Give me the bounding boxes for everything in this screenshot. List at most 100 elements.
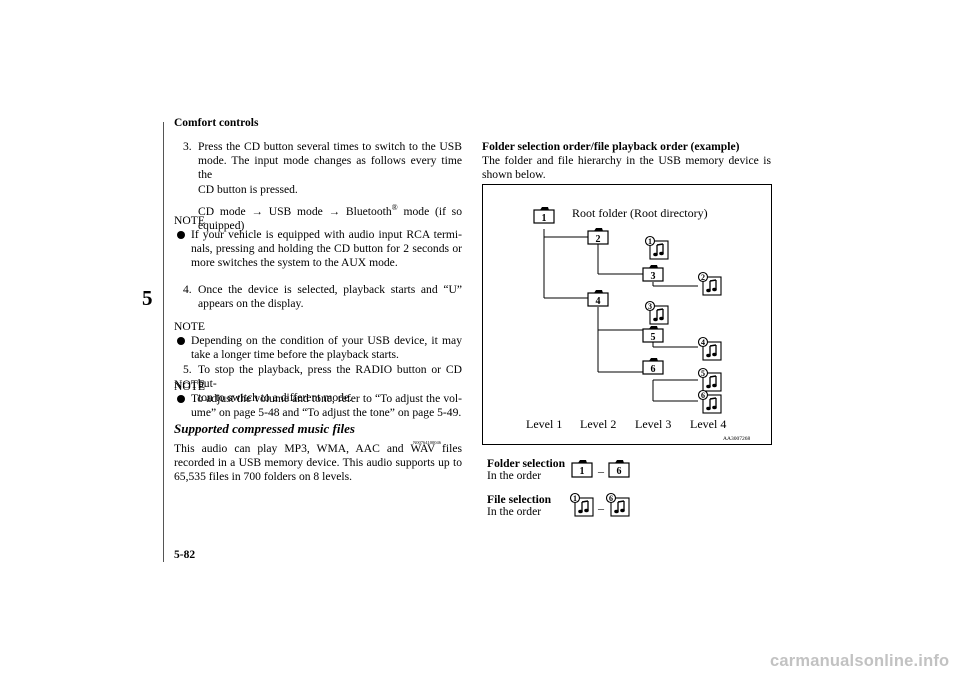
- music-file-icon-last: 6: [605, 492, 630, 517]
- legend-subtitle: In the order: [487, 505, 542, 518]
- file-number: 2: [701, 273, 705, 282]
- file-number: 6: [609, 494, 613, 503]
- legend-subtitle: In the order: [487, 469, 542, 482]
- folder-number: 1: [542, 213, 547, 224]
- file-number: 5: [701, 369, 705, 378]
- file-range: 1 – 6: [569, 492, 630, 517]
- figure-intro: The folder and file hierarchy in the USB…: [482, 154, 771, 182]
- step-text: Press the CD button several times to swi…: [198, 140, 462, 153]
- file-number: 4: [701, 338, 705, 347]
- folder-range: 1 – 6: [571, 460, 630, 478]
- range-dash: –: [597, 464, 605, 478]
- paragraph-text: This audio can play MP3, WMA, AAC and WA…: [174, 442, 462, 455]
- range-dash: –: [597, 501, 605, 515]
- note-label: NOTE: [174, 378, 205, 391]
- bullet-icon: [177, 231, 185, 239]
- note-2: NOTE Depending on the condition of your …: [174, 320, 462, 361]
- step-number: 3.: [183, 140, 192, 153]
- note-text: more switches the system to the AUX mode…: [191, 256, 398, 270]
- intro-text: The folder and file hierarchy in the USB…: [482, 154, 771, 167]
- folder-selection-legend: Folder selection In the order: [487, 458, 565, 482]
- chapter-divider: [163, 122, 164, 562]
- folder-icon-last: 6: [608, 460, 630, 478]
- step-text: CD button is pressed.: [198, 182, 298, 196]
- note-text: ume” on page 5-48 and “To adjust the ton…: [191, 406, 462, 420]
- page-number: 5-82: [174, 549, 196, 561]
- folder-number: 6: [651, 364, 656, 375]
- folder-icon-2: 2: [587, 227, 609, 245]
- file-number: 1: [573, 494, 577, 503]
- file-selection-legend: File selection In the order: [487, 494, 551, 518]
- note-text: take a longer time before the playback s…: [191, 348, 399, 362]
- step-text: To stop the playback, press the RADIO bu…: [198, 363, 462, 391]
- music-file-icon-4: 4: [697, 336, 722, 361]
- step-text: ton to switch to a different mode.: [198, 391, 353, 405]
- folder-hierarchy-diagram: 1 2 3 4 5 6 1 2 3 4 5 6 Root folder (Roo…: [482, 184, 772, 445]
- music-file-icon-5: 5: [697, 367, 722, 392]
- note-text: Depending on the condition of your USB d…: [191, 334, 462, 347]
- folder-number: 5: [651, 332, 656, 343]
- folder-icon-1: 1: [533, 206, 555, 224]
- paragraph-text: recorded in a USB memory device. This au…: [174, 456, 462, 470]
- folder-number: 4: [596, 296, 601, 307]
- note-text: If your vehicle is equipped with audio i…: [191, 228, 462, 241]
- note-text: nals, pressing and holding the CD button…: [191, 242, 462, 256]
- music-file-icon-6: 6: [697, 389, 722, 414]
- step-number: 5.: [183, 363, 192, 376]
- file-number: 3: [648, 302, 652, 311]
- mode-sequence-text: mode (if so: [397, 204, 462, 218]
- diagram-frame: [482, 184, 772, 445]
- folder-number: 6: [617, 466, 622, 477]
- figure-code: AA3007268: [723, 436, 750, 442]
- folder-icon-6: 6: [642, 357, 664, 375]
- legend-title: Folder selection: [487, 457, 566, 470]
- folder-icon-4: 4: [587, 289, 609, 307]
- folder-icon-5: 5: [642, 325, 664, 343]
- level-label-4: Level 4: [690, 417, 726, 431]
- step-text: Once the device is selected, playback st…: [198, 283, 462, 296]
- level-label-3: Level 3: [635, 417, 671, 431]
- section-paragraph: This audio can play MP3, WMA, AAC and WA…: [174, 442, 462, 485]
- root-folder-label: Root folder (Root directory): [572, 206, 708, 220]
- step-number: 4.: [183, 283, 192, 296]
- watermark[interactable]: carmanualsonline.info: [770, 652, 950, 670]
- note-label: NOTE: [174, 320, 205, 333]
- figure-title: Folder selection order/file playback ord…: [482, 140, 740, 153]
- note-3-label: NOTE: [174, 378, 462, 392]
- bullet-icon: [177, 337, 185, 345]
- hierarchy-lines: [543, 229, 698, 402]
- level-label-2: Level 2: [580, 417, 616, 431]
- section-code: N00764100046: [413, 440, 441, 445]
- note-3-body: To adjust the volume and tone, refer to …: [191, 392, 462, 420]
- bullet-icon: [177, 395, 185, 403]
- folder-icon-3: 3: [642, 264, 664, 282]
- step-text: appears on the display.: [198, 297, 304, 311]
- folder-number: 1: [580, 466, 585, 477]
- legend-title: File selection: [487, 493, 552, 506]
- step-text: mode. The input mode changes as follows …: [198, 154, 462, 182]
- chapter-tab: 5: [142, 286, 153, 310]
- folder-icon-first: 1: [571, 460, 593, 478]
- music-file-icon-first: 1: [569, 492, 594, 517]
- section-header: Comfort controls: [174, 117, 259, 129]
- music-file-icon-1: 1: [644, 235, 669, 260]
- folder-number: 3: [651, 271, 656, 282]
- left-column: 3. Press the CD button several times to …: [174, 140, 462, 500]
- mode-sequence: CD mode → USB mode → Bluetooth® mode (if…: [198, 201, 462, 219]
- folder-number: 2: [596, 234, 601, 245]
- music-file-icon-2: 2: [697, 271, 722, 296]
- note-text: To adjust the volume and tone, refer to …: [191, 392, 462, 405]
- registered-mark: ®: [391, 202, 398, 212]
- music-file-icon-3: 3: [644, 300, 669, 325]
- note-label: NOTE: [174, 214, 205, 227]
- paragraph-text: 65,535 files in 700 folders on 8 levels.: [174, 470, 353, 484]
- mode-sequence-text: CD mode → USB mode → Bluetooth: [198, 204, 392, 218]
- file-number: 6: [701, 391, 705, 400]
- mode-sequence-text: equipped): [198, 218, 245, 232]
- level-label-1: Level 1: [526, 417, 562, 431]
- note-1: NOTE If your vehicle is equipped with au…: [174, 214, 462, 269]
- file-number: 1: [648, 237, 652, 246]
- intro-text: shown below.: [482, 168, 546, 182]
- section-title: Supported compressed music files: [174, 421, 355, 436]
- note-label: NOTE: [174, 380, 205, 393]
